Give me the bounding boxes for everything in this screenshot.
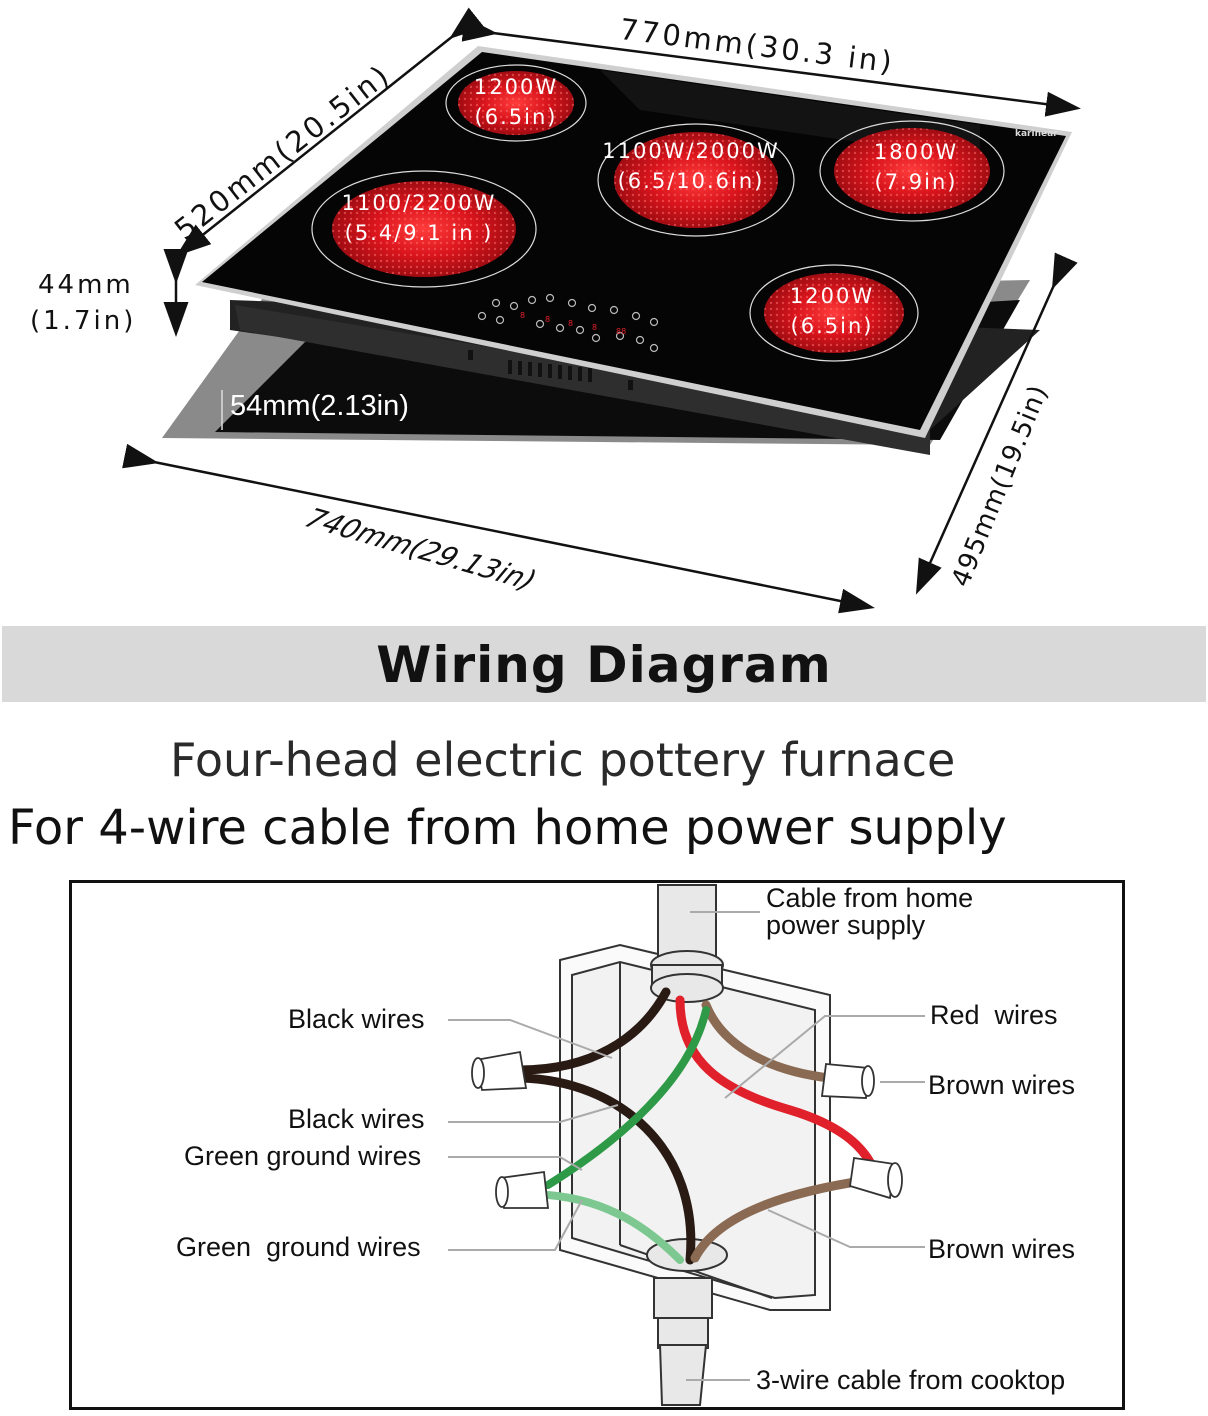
zone-label-1: 1200W (6.5in): [456, 72, 576, 132]
dim-height-glass-in: (1.7in): [30, 306, 137, 336]
label-brown-wires-1: Brown wires: [928, 1070, 1076, 1100]
wire-brown-1: [701, 1000, 835, 1083]
zone-power: 1100W/2000W: [602, 139, 780, 163]
vent-slots: [468, 350, 633, 390]
dim-height-glass: 44mm: [38, 270, 134, 300]
wire-nut-red-brown: [848, 1156, 903, 1200]
svg-text:8: 8: [520, 311, 525, 320]
wire-green-2: [544, 1191, 684, 1264]
zone-power: 1200W: [789, 284, 875, 308]
wire-black-1: [515, 987, 671, 1075]
zone-label-5: 1200W (6.5in): [772, 281, 892, 341]
label-green-ground-2: Green ground wires: [176, 1232, 421, 1262]
touch-controls: [477, 293, 659, 353]
svg-text:8: 8: [545, 315, 550, 324]
wiring-illustration: [448, 884, 925, 1406]
zone-size: (6.5in): [790, 314, 874, 338]
wire-red-1: [675, 995, 875, 1167]
zone-size: (7.9in): [874, 170, 958, 194]
zone-size: (6.5in): [474, 105, 558, 129]
zone-size: (5.4/9.1 in ): [344, 221, 494, 245]
zone-power: 1800W: [873, 140, 959, 164]
wire-green-1: [544, 1006, 710, 1189]
burner-zone-5: [749, 264, 919, 362]
wire-nut-brown: [820, 1063, 875, 1099]
label-cable-home-line1: Cable from home: [766, 883, 974, 913]
wire-brown-2: [690, 1175, 873, 1263]
label-red-wires: Red wires: [930, 1000, 1058, 1030]
wire-black-2: [515, 1073, 696, 1265]
label-black-wires-2: Black wires: [288, 1104, 425, 1134]
title-bar: [2, 626, 1206, 702]
label-brown-wires-2: Brown wires: [928, 1234, 1076, 1264]
wire-nut-black: [471, 1050, 528, 1091]
svg-text:8: 8: [592, 323, 597, 332]
burner-zone-3: [819, 120, 1005, 222]
wiring-subtitle-2: For 4-wire cable from home power supply: [8, 800, 1007, 856]
arrow-cutout-width: [122, 443, 875, 614]
brand-logo: karinear: [1015, 129, 1058, 139]
wiring-title: Wiring Diagram: [376, 636, 832, 694]
arrow-cutout-depth: [915, 252, 1078, 595]
conduit-top: [650, 884, 724, 1003]
arrow-width-top: [461, 16, 1081, 117]
dim-height-body: 54mm(2.13in): [230, 390, 409, 422]
leader-lines: [448, 911, 925, 1381]
label-green-ground-1: Green ground wires: [184, 1141, 422, 1171]
zone-label-3: 1800W (7.9in): [856, 137, 976, 197]
label-black-wires-1: Black wires: [288, 1004, 425, 1034]
zone-size: (6.5/10.6in): [617, 169, 765, 193]
wiring-diagram-frame: [69, 880, 1125, 1410]
arrow-depth-left: [176, 7, 485, 257]
zone-label-4: 1100/2200W (5.4/9.1 in ): [324, 188, 514, 248]
label-cable-cooktop: 3-wire cable from cooktop: [756, 1365, 1066, 1395]
svg-text:8: 8: [568, 319, 573, 328]
wire-nut-green: [495, 1170, 550, 1209]
burner-zone-2: [597, 123, 795, 237]
label-cable-home-line2: power supply: [766, 910, 926, 940]
svg-text:88: 88: [616, 327, 626, 336]
zone-label-2: 1100W/2000W (6.5/10.6in): [586, 136, 796, 196]
zone-power: 1100/2200W: [341, 191, 497, 215]
wiring-subtitle-1: Four-head electric pottery furnace: [170, 733, 956, 787]
zone-power: 1200W: [473, 75, 559, 99]
